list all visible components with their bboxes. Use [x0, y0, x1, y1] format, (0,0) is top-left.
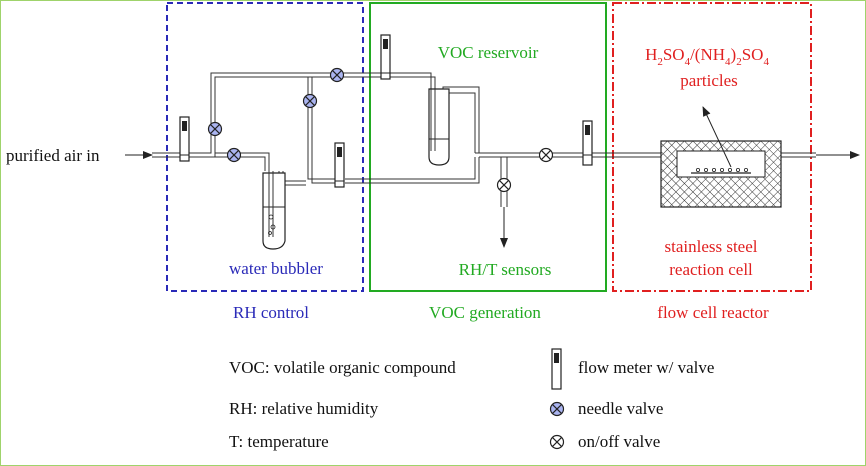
legend-definition-t: T: temperature — [229, 432, 329, 451]
legend-flow-meter-label: flow meter w/ valve — [578, 358, 714, 377]
inlet-label: purified air in — [6, 146, 100, 165]
particles-formula: H2SO4/(NH4)2SO4 — [645, 45, 769, 68]
flow-meter-icon — [582, 120, 593, 166]
flow-cell-box — [612, 2, 812, 292]
water-bubbler-label: water bubbler — [229, 259, 323, 278]
flow-meter-icon — [380, 34, 391, 80]
rh-control-box — [166, 2, 364, 292]
legend-definition-rh: RH: relative humidity — [229, 399, 379, 418]
flow-meter-icon — [334, 142, 345, 188]
cell-label-line1: stainless steel — [664, 237, 757, 256]
water-bubbler-vessel — [262, 171, 286, 250]
on-off-valve-icon — [496, 177, 512, 193]
legend-on-off-valve-label: on/off valve — [578, 432, 660, 451]
needle-valve-icon — [329, 67, 345, 83]
rh-control-caption: RH control — [233, 303, 309, 322]
flow-cell-caption: flow cell reactor — [657, 303, 769, 322]
voc-reservoir-vessel — [428, 88, 450, 166]
rh-t-sensors-label: RH/T sensors — [459, 260, 552, 279]
voc-generation-box — [369, 2, 607, 292]
reaction-cell — [660, 140, 782, 208]
on-off-valve-icon — [538, 147, 554, 163]
flow-meter-icon — [551, 348, 562, 390]
legend-definition-voc: VOC: volatile organic compound — [229, 358, 456, 377]
pipes — [152, 72, 816, 207]
voc-reservoir-label: VOC reservoir — [438, 43, 539, 62]
on-off-valve-icon — [549, 434, 565, 450]
flow-meter-icon — [179, 116, 190, 162]
needle-valve-icon — [226, 147, 242, 163]
needle-valve-icon — [302, 93, 318, 109]
particles-label: particles — [680, 71, 738, 90]
legend-needle-valve-label: needle valve — [578, 399, 663, 418]
particles-pointer-arrow — [702, 106, 732, 168]
cell-label-line2: reaction cell — [669, 260, 753, 279]
voc-generation-caption: VOC generation — [429, 303, 541, 322]
needle-valve-icon — [207, 121, 223, 137]
needle-valve-icon — [549, 401, 565, 417]
